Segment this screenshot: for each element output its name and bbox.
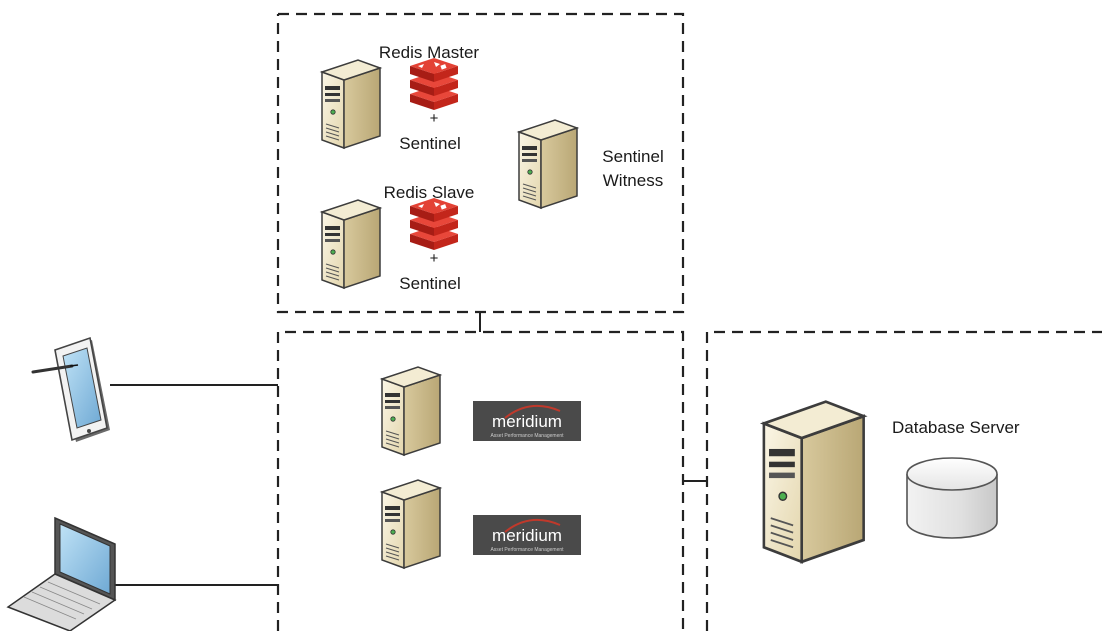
redis-slave-sentinel: Sentinel xyxy=(399,274,461,293)
redis-slave-title: Redis Slave xyxy=(383,183,475,202)
meridium-logo-2: meridium Asset Performance Management xyxy=(473,515,581,555)
meridium-logo-subtext-2: Asset Performance Management xyxy=(490,547,564,553)
meridium-logo-text-2: meridium xyxy=(492,526,562,545)
redis-master-sentinel: Sentinel xyxy=(399,134,461,153)
redis-master-logo-icon xyxy=(410,58,458,110)
tablet-icon xyxy=(31,336,110,442)
meridium-logo-1: meridium Asset Performance Management xyxy=(473,401,581,441)
redis-master-server-icon xyxy=(321,59,381,149)
redis-master-plus: + xyxy=(429,110,439,127)
database-boundary xyxy=(705,330,1102,631)
redis-cluster-boundary xyxy=(276,12,685,314)
connectors xyxy=(100,312,707,586)
redis-slave-plus: + xyxy=(429,250,439,267)
meridium-logo-text-1: meridium xyxy=(492,412,562,431)
database-server-label: Database Server xyxy=(892,418,1020,437)
meridium-logo-subtext-1: Asset Performance Management xyxy=(490,433,564,439)
app-server-boundary xyxy=(276,330,685,631)
redis-slave-server-icon xyxy=(321,199,381,289)
sentinel-witness-line2: Witness xyxy=(602,171,664,190)
sentinel-witness-line1: Sentinel xyxy=(602,147,664,166)
app-server-1-icon xyxy=(381,366,441,456)
app-server-2-icon xyxy=(381,479,441,569)
sentinel-witness-server-icon xyxy=(518,119,578,209)
database-disk-icon xyxy=(906,457,998,539)
laptop-icon xyxy=(6,516,117,631)
redis-slave-logo-icon xyxy=(410,198,458,250)
database-server-icon xyxy=(762,400,866,564)
redis-master-title: Redis Master xyxy=(378,43,480,62)
